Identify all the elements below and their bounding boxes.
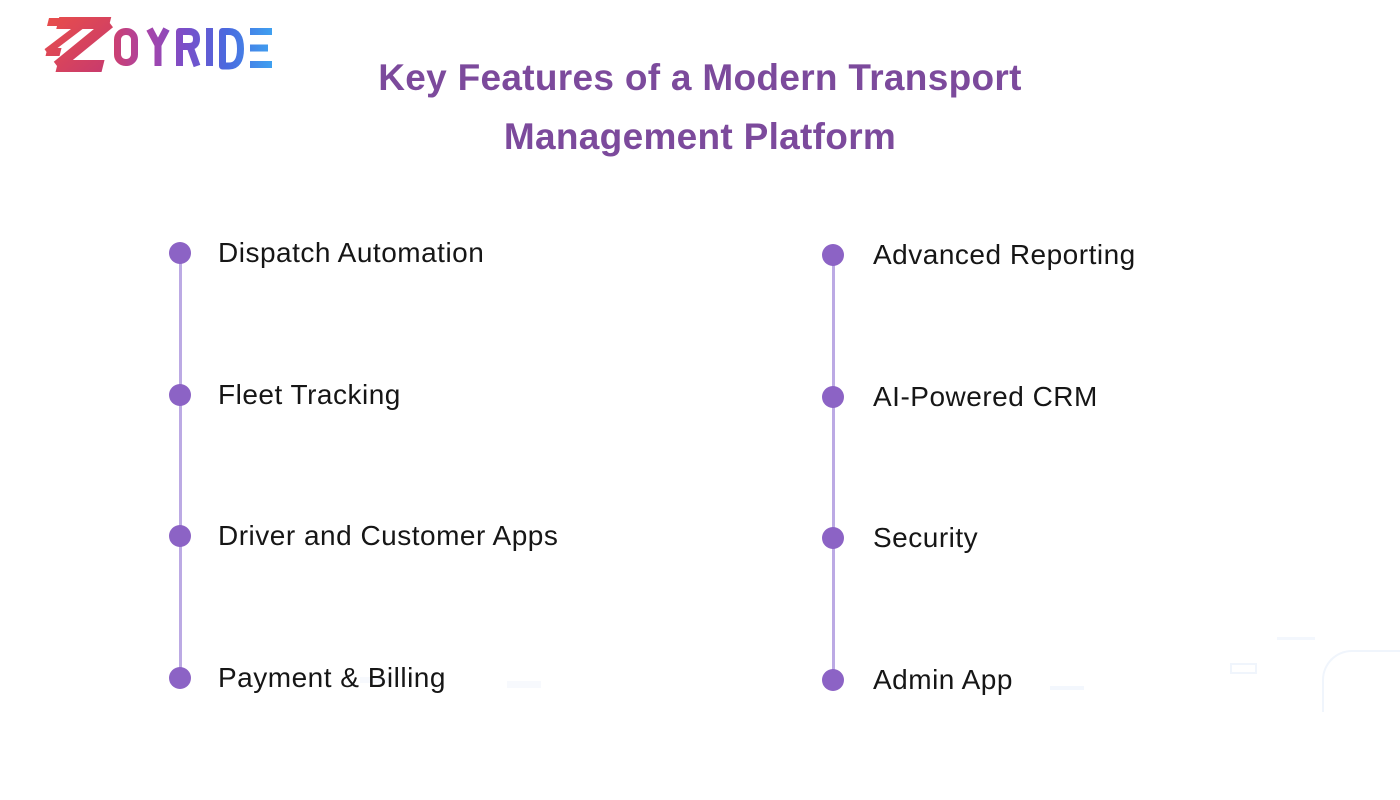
connector-line [179, 253, 182, 678]
bullet-dot-icon [822, 244, 844, 266]
watermark-window [1230, 663, 1257, 674]
bullet-dot-icon [169, 666, 191, 689]
watermark-dash [1050, 686, 1084, 690]
watermark-dash [360, 677, 390, 683]
feature-item: AI-Powered CRM [822, 380, 1282, 412]
bullet-dot-icon [822, 668, 844, 691]
feature-label: Security [873, 522, 979, 554]
bullet-dot-icon [822, 385, 844, 408]
connector-line [832, 255, 835, 680]
watermark-car-icon [1322, 650, 1400, 712]
feature-label: Driver and Customer Apps [218, 520, 559, 552]
feature-item: Advanced Reporting [822, 239, 1282, 270]
feature-column-left: Dispatch Automation Fleet Tracking Drive… [169, 237, 729, 693]
brand-letters [114, 27, 272, 70]
feature-item: Driver and Customer Apps [169, 520, 729, 552]
feature-label: Payment & Billing [218, 661, 446, 693]
feature-label: Advanced Reporting [873, 239, 1136, 270]
watermark-line [1277, 637, 1315, 640]
feature-label: Admin App [873, 663, 1013, 695]
feature-item: Dispatch Automation [169, 237, 729, 268]
zoyride-logo-graphic [44, 17, 272, 72]
feature-label: AI-Powered CRM [873, 380, 1098, 412]
bullet-dot-icon [169, 383, 191, 406]
bullet-dot-icon [822, 527, 844, 550]
bullet-dot-icon [169, 525, 191, 548]
feature-label: Fleet Tracking [218, 378, 401, 410]
feature-item: Admin App [822, 663, 1282, 695]
feature-item: Fleet Tracking [169, 378, 729, 410]
watermark-dash [507, 681, 541, 688]
double-z-icon [44, 17, 114, 72]
page-title: Key Features of a Modern Transport Manag… [0, 48, 1400, 166]
bullet-dot-icon [169, 242, 191, 264]
feature-label: Dispatch Automation [218, 237, 485, 268]
zoyride-logo [34, 12, 274, 79]
page-title-line2: Management Platform [503, 116, 897, 157]
page-title-line1: Key Features of a Modern Transport [378, 57, 1022, 98]
feature-column-right: Advanced Reporting AI-Powered CRM Securi… [822, 239, 1282, 695]
feature-item: Security [822, 522, 1282, 554]
feature-item: Payment & Billing [169, 661, 729, 693]
